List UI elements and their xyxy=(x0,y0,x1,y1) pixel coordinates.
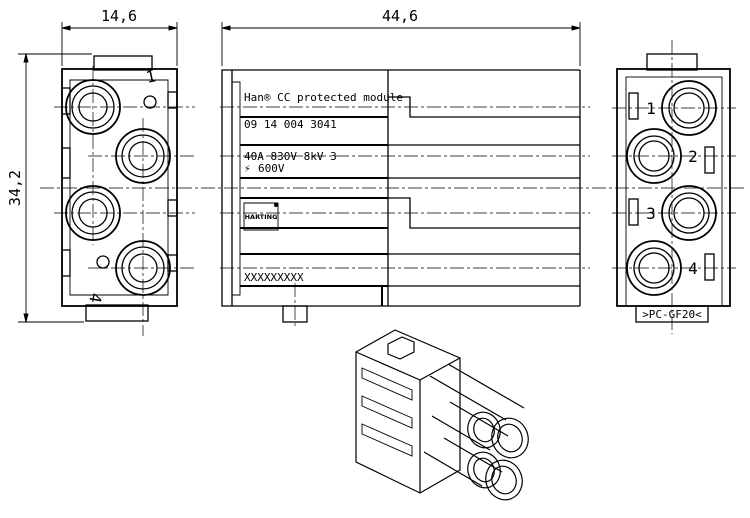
side-view xyxy=(221,69,581,323)
product-name: Han® CC protected module xyxy=(244,91,403,104)
material-stamp: >PC-GF20< xyxy=(642,308,702,321)
harting-logo: HARTING xyxy=(245,213,278,221)
dim-width-front: 14,6 xyxy=(101,7,137,25)
dim-height: 34,2 xyxy=(6,170,24,206)
rating-label: 40A 830V 8kV 3 xyxy=(244,150,337,163)
serial-label: XXXXXXXXX xyxy=(244,271,304,284)
front-marking-4: 4 xyxy=(85,292,105,305)
dimension-lines xyxy=(18,22,581,323)
dim-length: 44,6 xyxy=(382,7,418,25)
rear-pin-3: 3 xyxy=(646,204,656,223)
rear-pin-4: 4 xyxy=(688,259,698,278)
rear-pin-2: 2 xyxy=(688,147,698,166)
ul-rating: 600V xyxy=(258,162,285,175)
part-number: 09 14 004 3041 xyxy=(244,118,337,131)
isometric-view xyxy=(355,329,529,501)
front-marking-1: 1 xyxy=(144,66,157,87)
ul-icon: ⚡ xyxy=(244,162,251,175)
rear-pin-1: 1 xyxy=(646,99,656,118)
center-lines xyxy=(40,40,746,336)
front-view xyxy=(61,55,178,322)
